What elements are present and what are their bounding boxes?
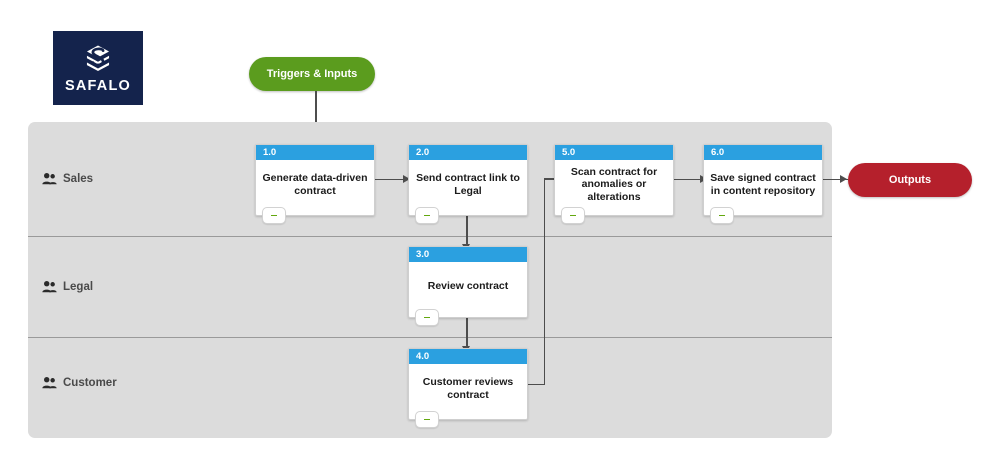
process-node-text: Generate data-driven contract [262, 172, 368, 197]
connector-3-to-4 [466, 316, 468, 348]
process-node-badge[interactable] [415, 207, 439, 224]
process-node-2[interactable]: 2.0 Send contract link to Legal [408, 144, 528, 224]
process-node-id: 5.0 [555, 145, 673, 160]
arrowhead-1-to-2 [403, 174, 410, 183]
process-node-badge[interactable] [415, 309, 439, 326]
process-node-5[interactable]: 5.0 Scan contract for anomalies or alter… [554, 144, 674, 224]
lane-divider [28, 337, 832, 338]
process-node-badge[interactable] [262, 207, 286, 224]
lane-divider [28, 236, 832, 237]
start-node-label: Triggers & Inputs [266, 68, 358, 80]
process-node-6[interactable]: 6.0 Save signed contract in content repo… [703, 144, 823, 224]
brand-logo: SAFALO [53, 31, 143, 105]
people-group-icon [42, 281, 57, 293]
process-node-id: 3.0 [409, 247, 527, 262]
connector-5-to-6 [672, 178, 702, 181]
process-node-id: 6.0 [704, 145, 822, 160]
process-node-1[interactable]: 1.0 Generate data-driven contract [255, 144, 375, 224]
process-node-text: Review contract [427, 280, 509, 293]
lane-label-sales: Sales [42, 172, 93, 185]
process-node-text: Scan contract for anomalies or alteratio… [570, 165, 658, 203]
process-node-4[interactable]: 4.0 Customer reviews contract [408, 348, 528, 428]
connector-1-to-2 [373, 178, 405, 181]
lane-label-text: Customer [63, 376, 117, 389]
arrowhead-6-to-outputs [840, 174, 847, 183]
connector-4-to-5-seg3 [543, 178, 564, 180]
process-node-badge[interactable] [415, 411, 439, 428]
process-node-id: 1.0 [256, 145, 374, 160]
brand-name: SAFALO [64, 77, 131, 94]
process-node-3[interactable]: 3.0 Review contract [408, 246, 528, 326]
lane-label-text: Legal [63, 280, 94, 293]
process-node-text: Save signed contract in content reposito… [710, 172, 816, 197]
connector-start-to-1 [315, 91, 317, 144]
connector-4-to-5-seg2 [543, 178, 546, 384]
process-node-id: 2.0 [409, 145, 527, 160]
lane-label-text: Sales [63, 172, 94, 185]
lane-label-customer: Customer [42, 376, 117, 389]
lane-label-legal: Legal [42, 280, 93, 293]
connector-2-to-3 [466, 214, 468, 246]
connector-4-to-5-seg1 [521, 383, 545, 386]
stacked-hexagon-s-logo-icon [86, 45, 110, 71]
process-node-badge[interactable] [561, 207, 585, 224]
people-group-icon [42, 377, 57, 389]
process-node-badge[interactable] [710, 207, 734, 224]
end-node-label: Outputs [888, 174, 932, 186]
people-group-icon [42, 173, 57, 185]
end-node-outputs[interactable]: Outputs [848, 163, 972, 197]
start-node-triggers-and-inputs[interactable]: Triggers & Inputs [249, 57, 375, 91]
process-node-text: Customer reviews contract [422, 376, 514, 401]
process-node-text: Send contract link to Legal [416, 172, 520, 197]
connector-6-to-outputs [822, 178, 848, 181]
process-node-id: 4.0 [409, 349, 527, 364]
